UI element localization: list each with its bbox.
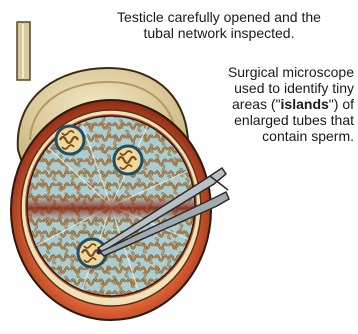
caption-line: used to identify tiny [176,80,354,96]
caption-line: Testicle carefully opened and the [82,9,356,25]
spermatic-cord [17,22,30,80]
caption-opened-testicle: Testicle carefully opened and the tubal … [82,9,356,41]
caption-line: contain sperm. [176,128,354,144]
islands-term: islands [281,96,329,112]
tubule-island [56,126,84,154]
caption-fragment: areas (" [232,96,281,112]
caption-line: areas ("islands") of [176,96,354,112]
caption-line: Surgical microscope [176,64,354,80]
tubule-island [114,146,142,174]
caption-fragment: ") of [329,96,354,112]
caption-line: tubal network inspected. [82,25,356,41]
caption-surgical-microscope: Surgical microscope used to identify tin… [176,64,354,144]
caption-line: enlarged tubes that [176,112,354,128]
